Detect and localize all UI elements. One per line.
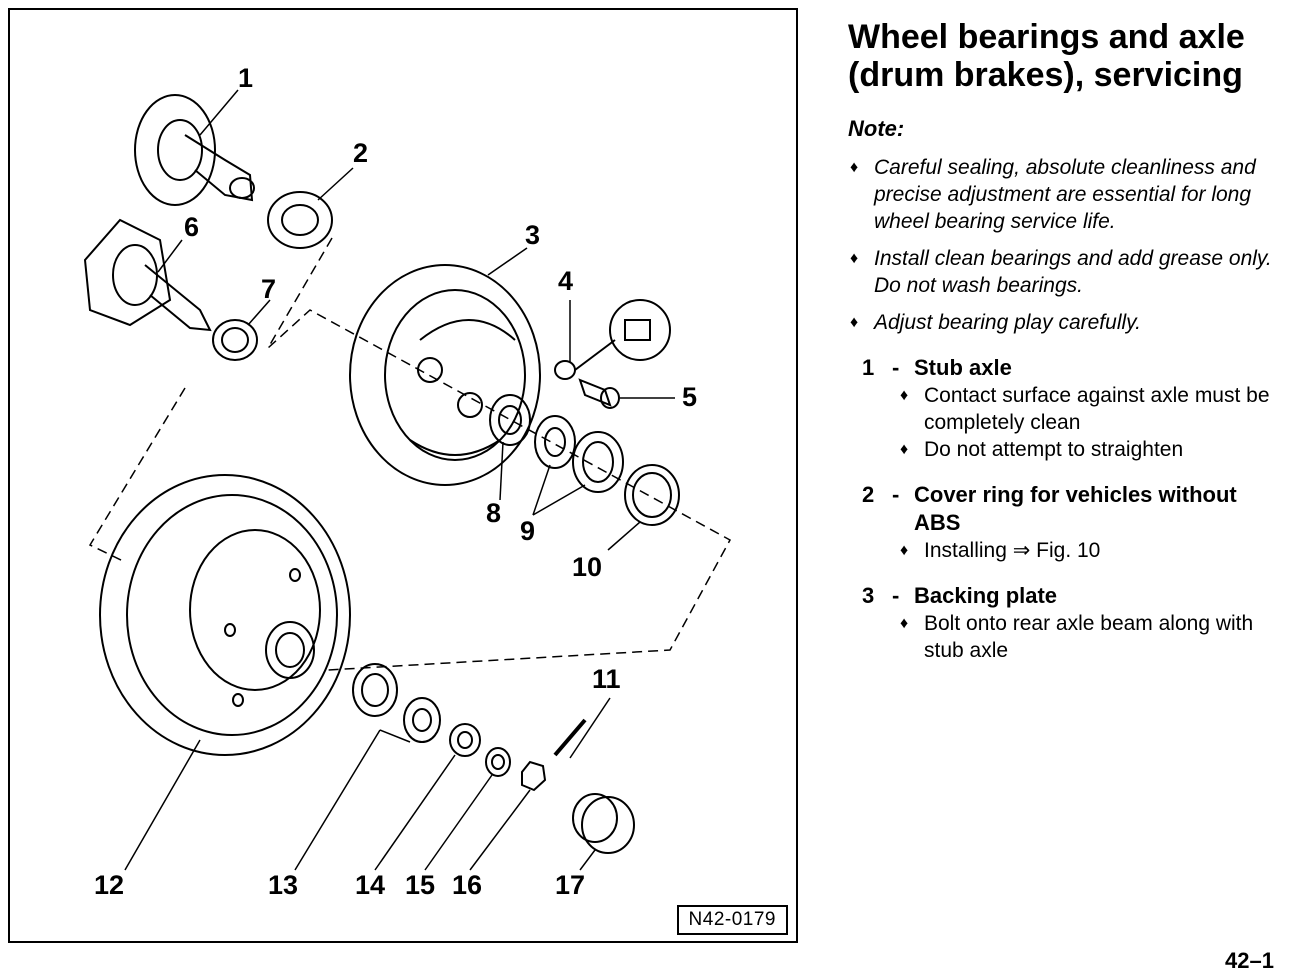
item-title: Backing plate — [914, 583, 1058, 608]
note-item-text: Install clean bearings and add grease on… — [874, 247, 1272, 297]
parts-item-2: 2 - Cover ring for vehicles with­out ABS… — [862, 481, 1288, 564]
item-detail: ♦ Contact surface against axle must be co… — [900, 382, 1288, 436]
callout-4: 4 — [558, 266, 574, 296]
item-separator: - — [892, 583, 900, 608]
diamond-bullet-icon: ♦ — [900, 387, 909, 404]
bearing-drawing — [534, 415, 624, 493]
item-heading: 1 - Stub axle — [862, 354, 1288, 382]
callout-17: 17 — [555, 870, 586, 900]
item-number: 1 — [862, 355, 875, 380]
item-detail-text: Contact surface against axle must be com… — [924, 384, 1270, 434]
diamond-bullet-icon: ♦ — [850, 250, 859, 267]
callout-10: 10 — [572, 552, 603, 582]
note-item: ♦ Careful sealing, absolute cleanliness a… — [848, 154, 1288, 235]
page-number: 42–1 — [1225, 948, 1274, 973]
dashed-guide-lines — [88, 237, 732, 671]
callout-5: 5 — [682, 382, 698, 412]
callout-11: 11 — [592, 664, 621, 694]
item-title: Stub axle — [914, 355, 1012, 380]
figure-code: N42-0179 — [676, 905, 788, 935]
item-detail-text: Installing ⇒ Fig. 10 — [924, 539, 1101, 562]
note-item-text: Adjust bearing play carefully. — [874, 311, 1141, 334]
item-detail: ♦ Do not attempt to straighten — [900, 436, 1288, 463]
drum-brake-drawing — [83, 89, 732, 871]
brake-drum-drawing — [99, 474, 351, 756]
callout-16: 16 — [452, 870, 483, 900]
item-title: Cover ring for vehicles with­out ABS — [914, 482, 1237, 535]
diamond-bullet-icon: ♦ — [850, 159, 859, 176]
callout-15: 15 — [405, 870, 436, 900]
callout-6: 6 — [184, 212, 200, 242]
item-detail: ♦ Installing ⇒ Fig. 10 — [900, 537, 1288, 564]
diamond-bullet-icon: ♦ — [900, 441, 909, 458]
item-number: 3 — [862, 583, 875, 608]
callout-7: 7 — [261, 274, 277, 304]
bearing-small-parts-drawing — [352, 663, 635, 854]
stub-axle-drawing — [134, 94, 255, 206]
item-separator: - — [892, 482, 900, 507]
item-details: ♦ Installing ⇒ Fig. 10 — [862, 537, 1288, 564]
item-separator: - — [892, 355, 900, 380]
callout-13: 13 — [268, 870, 299, 900]
callout-8: 8 — [486, 498, 502, 528]
hub-drawing — [489, 394, 531, 446]
note-item: ♦ Adjust bearing play carefully. — [848, 309, 1288, 336]
backing-plate-drawing — [349, 264, 541, 486]
note-label: Note: — [848, 116, 905, 141]
text-column: Wheel bearings and axle (drum brakes), s… — [848, 18, 1288, 664]
stub-axle-abs-drawing — [83, 218, 212, 332]
item-number: 2 — [862, 482, 875, 507]
parts-item-1: 1 - Stub axle ♦ Contact surface against a… — [862, 354, 1288, 463]
cover-ring-drawing — [267, 191, 333, 249]
item-heading: 2 - Cover ring for vehicles with­out ABS — [862, 481, 1288, 537]
ring-drawing — [212, 319, 258, 361]
bolt-drawing — [554, 299, 671, 409]
callout-2: 2 — [353, 138, 369, 168]
diamond-bullet-icon: ♦ — [900, 615, 909, 632]
bearing-race-drawing — [624, 464, 680, 526]
note-item-text: Careful sealing, absolute cleanliness an… — [874, 156, 1256, 233]
callout-leader-lines — [124, 89, 675, 871]
callout-14: 14 — [355, 870, 386, 900]
item-heading: 3 - Backing plate — [862, 582, 1288, 610]
callout-12: 12 — [94, 870, 125, 900]
callout-3: 3 — [525, 220, 541, 250]
item-details: ♦ Bolt onto rear axle beam along with stu… — [862, 610, 1288, 664]
callout-1: 1 — [238, 63, 254, 93]
diamond-bullet-icon: ♦ — [900, 542, 909, 559]
item-detail: ♦ Bolt onto rear axle beam along with stu… — [900, 610, 1288, 664]
parts-item-3: 3 - Backing plate ♦ Bolt onto rear axle b… — [862, 582, 1288, 664]
exploded-view-figure: 1 2 3 4 5 6 7 8 9 10 11 12 13 14 15 16 1… — [8, 8, 798, 943]
item-details: ♦ Contact surface against axle must be co… — [862, 382, 1288, 463]
page-title: Wheel bearings and axle (drum brakes), s… — [848, 18, 1245, 94]
item-detail-text: Do not attempt to straighten — [924, 438, 1184, 461]
note-item: ♦ Install clean bearings and add grease o… — [848, 245, 1288, 299]
note-list: ♦ Careful sealing, absolute cleanliness a… — [848, 154, 1288, 336]
diamond-bullet-icon: ♦ — [850, 314, 859, 331]
item-detail-text: Bolt onto rear axle beam along with stub… — [924, 612, 1254, 662]
callout-9: 9 — [520, 516, 536, 546]
